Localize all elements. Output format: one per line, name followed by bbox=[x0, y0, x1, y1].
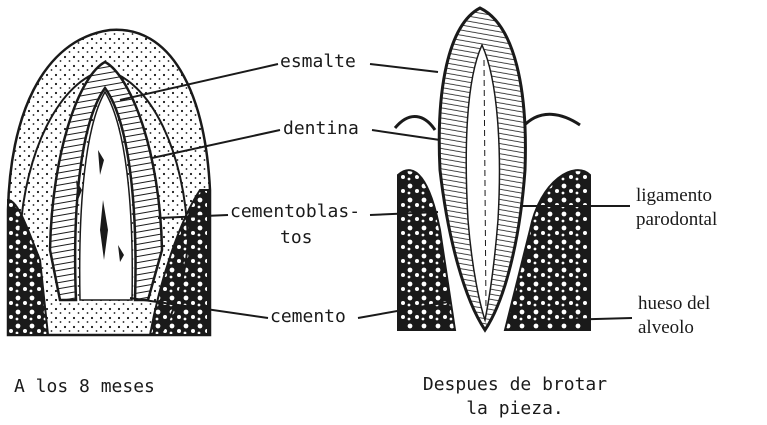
caption-right-2: la pieza. bbox=[410, 398, 620, 420]
label-hueso-1: hueso del bbox=[638, 294, 710, 314]
label-ligamento-2: parodontal bbox=[636, 210, 717, 230]
label-cemento: cemento bbox=[270, 307, 346, 327]
label-cementoblastos-1: cementoblas- bbox=[230, 202, 360, 222]
label-esmalte: esmalte bbox=[280, 52, 356, 72]
label-dentina: dentina bbox=[283, 119, 359, 139]
leader-esmalte-right bbox=[370, 64, 438, 72]
right-tooth-figure bbox=[395, 8, 590, 330]
label-cementoblastos-2: tos bbox=[280, 228, 313, 248]
left-tooth-figure bbox=[8, 30, 210, 335]
label-ligamento-1: ligamento bbox=[636, 186, 712, 206]
label-hueso-2: alveolo bbox=[638, 318, 694, 338]
caption-left: A los 8 meses bbox=[14, 376, 155, 398]
caption-right-1: Despues de brotar bbox=[410, 374, 620, 396]
leader-dentina-right bbox=[372, 130, 440, 140]
